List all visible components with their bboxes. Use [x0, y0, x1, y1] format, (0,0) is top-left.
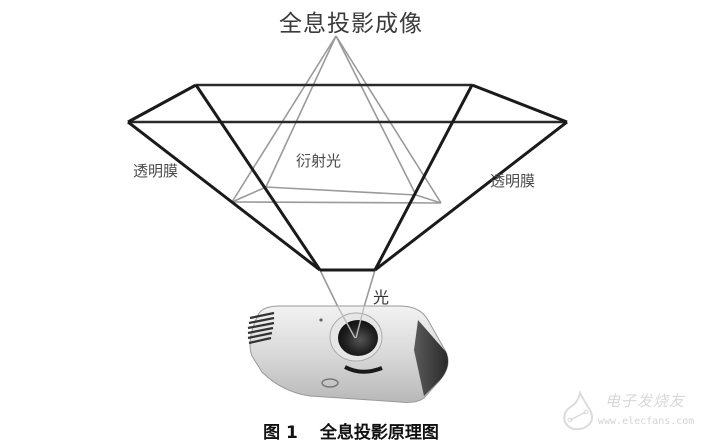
transparent-film-pyramid — [127, 83, 568, 272]
diffracted-light-label: 衍射光 — [296, 152, 342, 170]
diagram-title: 全息投影成像 — [279, 11, 423, 37]
film-label-right: 透明膜 — [490, 172, 536, 190]
figure-number: 图 1 — [263, 423, 298, 443]
figure-caption-text: 全息投影原理图 — [319, 423, 439, 443]
projector-icon — [247, 305, 449, 403]
watermark-logo-icon — [563, 390, 593, 431]
film-label-left: 透明膜 — [133, 162, 179, 180]
figure-caption: 图 1 全息投影原理图 — [0, 418, 702, 443]
watermark: 电子发烧友 www.elecfans.com — [560, 390, 700, 440]
watermark-brand: 电子发烧友 — [605, 392, 686, 410]
watermark-url: www.elecfans.com — [598, 416, 695, 427]
light-label: 光 — [373, 288, 390, 307]
